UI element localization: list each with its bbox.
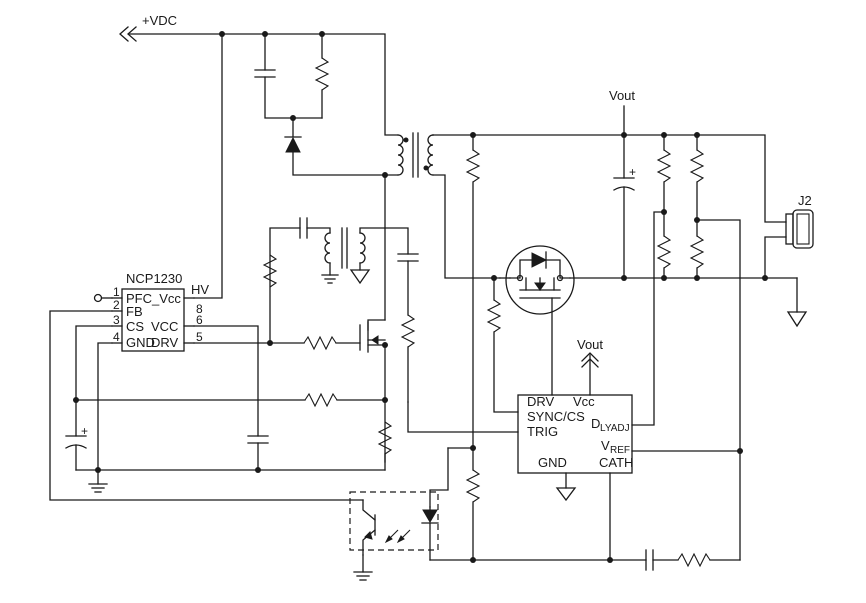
pin8-label: 8 (196, 302, 203, 316)
ic1-drv-label: DRV (151, 335, 179, 350)
pin6-label: 6 (196, 313, 203, 327)
ic1-fb-label: FB (126, 304, 143, 319)
resistor-sync (486, 299, 519, 413)
resistor-sec-2 (465, 469, 481, 561)
gate-drive-transformer (262, 217, 409, 346)
ncp1230-label: NCP1230 (126, 271, 182, 286)
vdc-rail (119, 26, 399, 299)
sync-rectifier-mosfet (491, 245, 575, 396)
secondary-rail (432, 105, 787, 279)
ic2-sync-label: SYNC/CS (527, 409, 585, 424)
compensation-network (429, 549, 741, 571)
pin1-label: 1 (113, 285, 120, 299)
ic1-gnd-label: GND (126, 335, 155, 350)
snubber-network (254, 33, 399, 178)
sync-rectifier-rail (499, 236, 808, 328)
ic2-drv-label: DRV (527, 394, 555, 409)
ic2-v-sub-label: REF (610, 445, 630, 456)
pfc-vcc-pin (93, 293, 113, 303)
connector-j2 (785, 209, 814, 249)
vout-top-label: Vout (609, 88, 635, 103)
ic2-d-sub-label: LYADJ (600, 423, 630, 434)
resistor-sec-1 (465, 134, 481, 471)
ic2-gnd-label: GND (538, 455, 567, 470)
ic1-vcc-label: VCC (151, 319, 178, 334)
ic1-cs-label: CS (126, 319, 144, 334)
gate-resistor (193, 335, 337, 351)
cap-polarity-cs: + (81, 424, 88, 438)
optocoupler (49, 310, 439, 581)
pin3-label: 3 (113, 313, 120, 327)
ic2-v-label: V (601, 438, 610, 453)
flyback-transformer (397, 132, 434, 178)
ic2-cath-label: CATH (599, 455, 633, 470)
ic2-vcc-supply (581, 352, 599, 396)
ic1-hv-label: HV (191, 282, 209, 297)
divider-right (689, 134, 743, 561)
primary-controller-ic (111, 288, 195, 352)
vout-ic-label: Vout (577, 337, 603, 352)
cs-network (65, 325, 386, 471)
coupling-cap (397, 253, 419, 403)
ic2-trig-label: TRIG (527, 424, 558, 439)
trig-line (407, 401, 519, 508)
output-capacitor (613, 134, 635, 279)
pin2-label: 2 (113, 298, 120, 312)
secondary-controller-ic (517, 394, 741, 563)
divider-left (631, 134, 672, 426)
gnd-network (75, 342, 393, 493)
j2-label: J2 (798, 193, 812, 208)
primary-switch (335, 174, 388, 463)
ic1-pfc-label: PFC_Vcc (126, 291, 181, 306)
vdc-label: +VDC (142, 13, 177, 28)
cap-polarity-out: + (629, 165, 636, 179)
ic2-d-label: D (591, 416, 600, 431)
ic2-vcc-label: Vcc (573, 394, 595, 409)
pin5-label: 5 (196, 330, 203, 344)
pin4-label: 4 (113, 330, 120, 344)
